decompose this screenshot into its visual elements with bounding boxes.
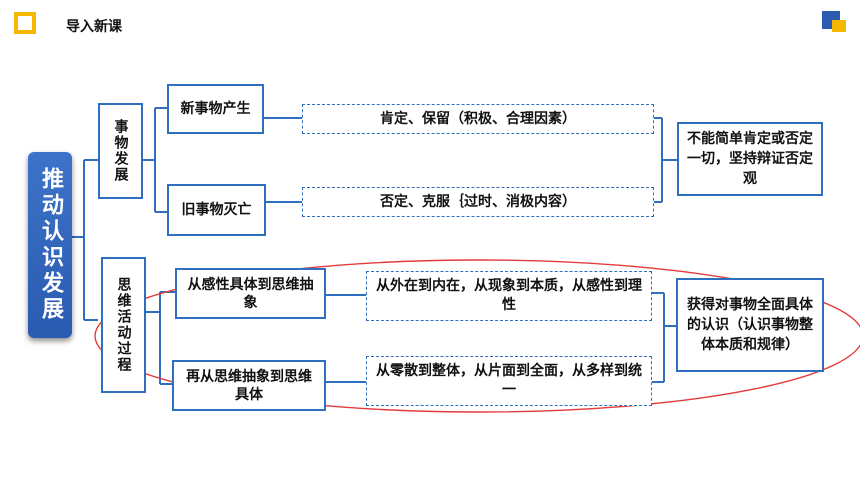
branch1-detail-1: 否定、克服｛过时、消极内容） bbox=[302, 187, 654, 217]
branch2-item-0-label: 从感性具体到思维抽象 bbox=[187, 276, 314, 311]
branch1-conclusion-text: 不能简单肯定或否定一切，坚持辩证否定观 bbox=[687, 131, 813, 187]
branch2-detail-0-text: 从外在到内在，从现象到本质，从感性到理性 bbox=[376, 278, 642, 313]
branch1-node: 事物发展 bbox=[98, 103, 143, 199]
branch1-item-0: 新事物产生 bbox=[167, 84, 264, 134]
highlight-ellipse bbox=[94, 259, 860, 413]
branch1-detail-0: 肯定、保留（积极、合理因素） bbox=[302, 104, 654, 134]
branch2-detail-0: 从外在到内在，从现象到本质，从感性到理性 bbox=[366, 271, 652, 321]
branch1-item-1-label: 旧事物灭亡 bbox=[181, 202, 252, 218]
branch2-item-1: 再从思维抽象到思维具体 bbox=[172, 360, 326, 411]
branch1-detail-1-text: 否定、克服｛过时、消极内容） bbox=[380, 193, 576, 210]
branch2-conclusion: 获得对事物全面具体的认识（认识事物整体本质和规律） bbox=[676, 278, 824, 372]
branch2-detail-1: 从零散到整体，从片面到全面，从多样到统一 bbox=[366, 356, 652, 406]
branch2-conclusion-text: 获得对事物全面具体的认识（认识事物整体本质和规律） bbox=[687, 297, 813, 353]
branch1-item-1: 旧事物灭亡 bbox=[167, 184, 266, 236]
branch1-label: 事物发展 bbox=[112, 119, 129, 183]
branch1-conclusion: 不能简单肯定或否定一切，坚持辩证否定观 bbox=[677, 122, 823, 196]
branch2-node: 思维活动过程 bbox=[101, 257, 146, 393]
branch1-detail-0-text: 肯定、保留（积极、合理因素） bbox=[380, 110, 576, 127]
branch2-label: 思维活动过程 bbox=[115, 277, 132, 373]
branch2-item-1-label: 再从思维抽象到思维具体 bbox=[186, 368, 312, 403]
header-icon-white bbox=[18, 16, 32, 30]
header-title: 导入新课 bbox=[66, 19, 122, 35]
root-label: 推动认识发展 bbox=[38, 167, 63, 323]
root-node: 推动认识发展 bbox=[28, 152, 72, 338]
corner-icon-yellow bbox=[832, 20, 846, 32]
branch1-item-0-label: 新事物产生 bbox=[180, 101, 251, 117]
branch2-detail-1-text: 从零散到整体，从片面到全面，从多样到统一 bbox=[376, 363, 642, 398]
branch2-item-0: 从感性具体到思维抽象 bbox=[175, 268, 326, 319]
